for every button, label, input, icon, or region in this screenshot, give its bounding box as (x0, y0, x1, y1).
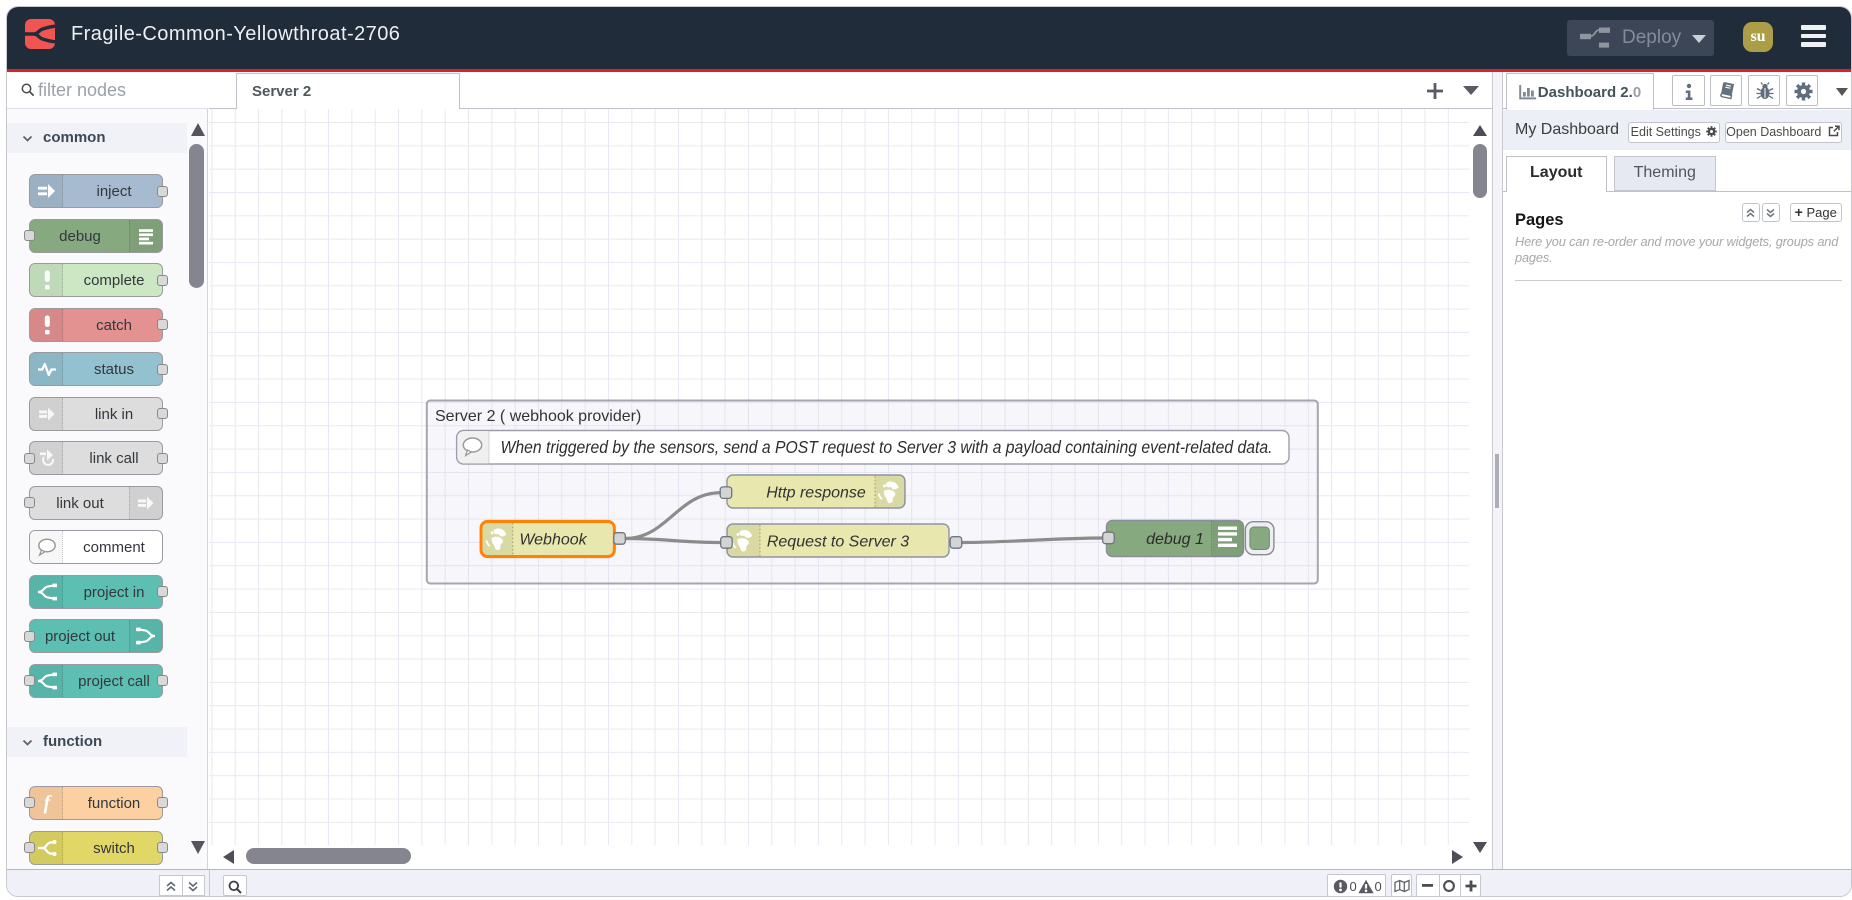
svg-text:debug 1: debug 1 (1146, 531, 1204, 548)
svg-text:Request to Server 3: Request to Server 3 (767, 534, 909, 551)
svg-text:When triggered by the sensors,: When triggered by the sensors, send a PO… (501, 437, 1273, 457)
svg-text:Server 2 ( webhook provider): Server 2 ( webhook provider) (435, 408, 641, 425)
svg-text:f: f (43, 792, 52, 814)
svg-text:Webhook: Webhook (519, 532, 587, 549)
svg-text:Http response: Http response (766, 485, 866, 502)
